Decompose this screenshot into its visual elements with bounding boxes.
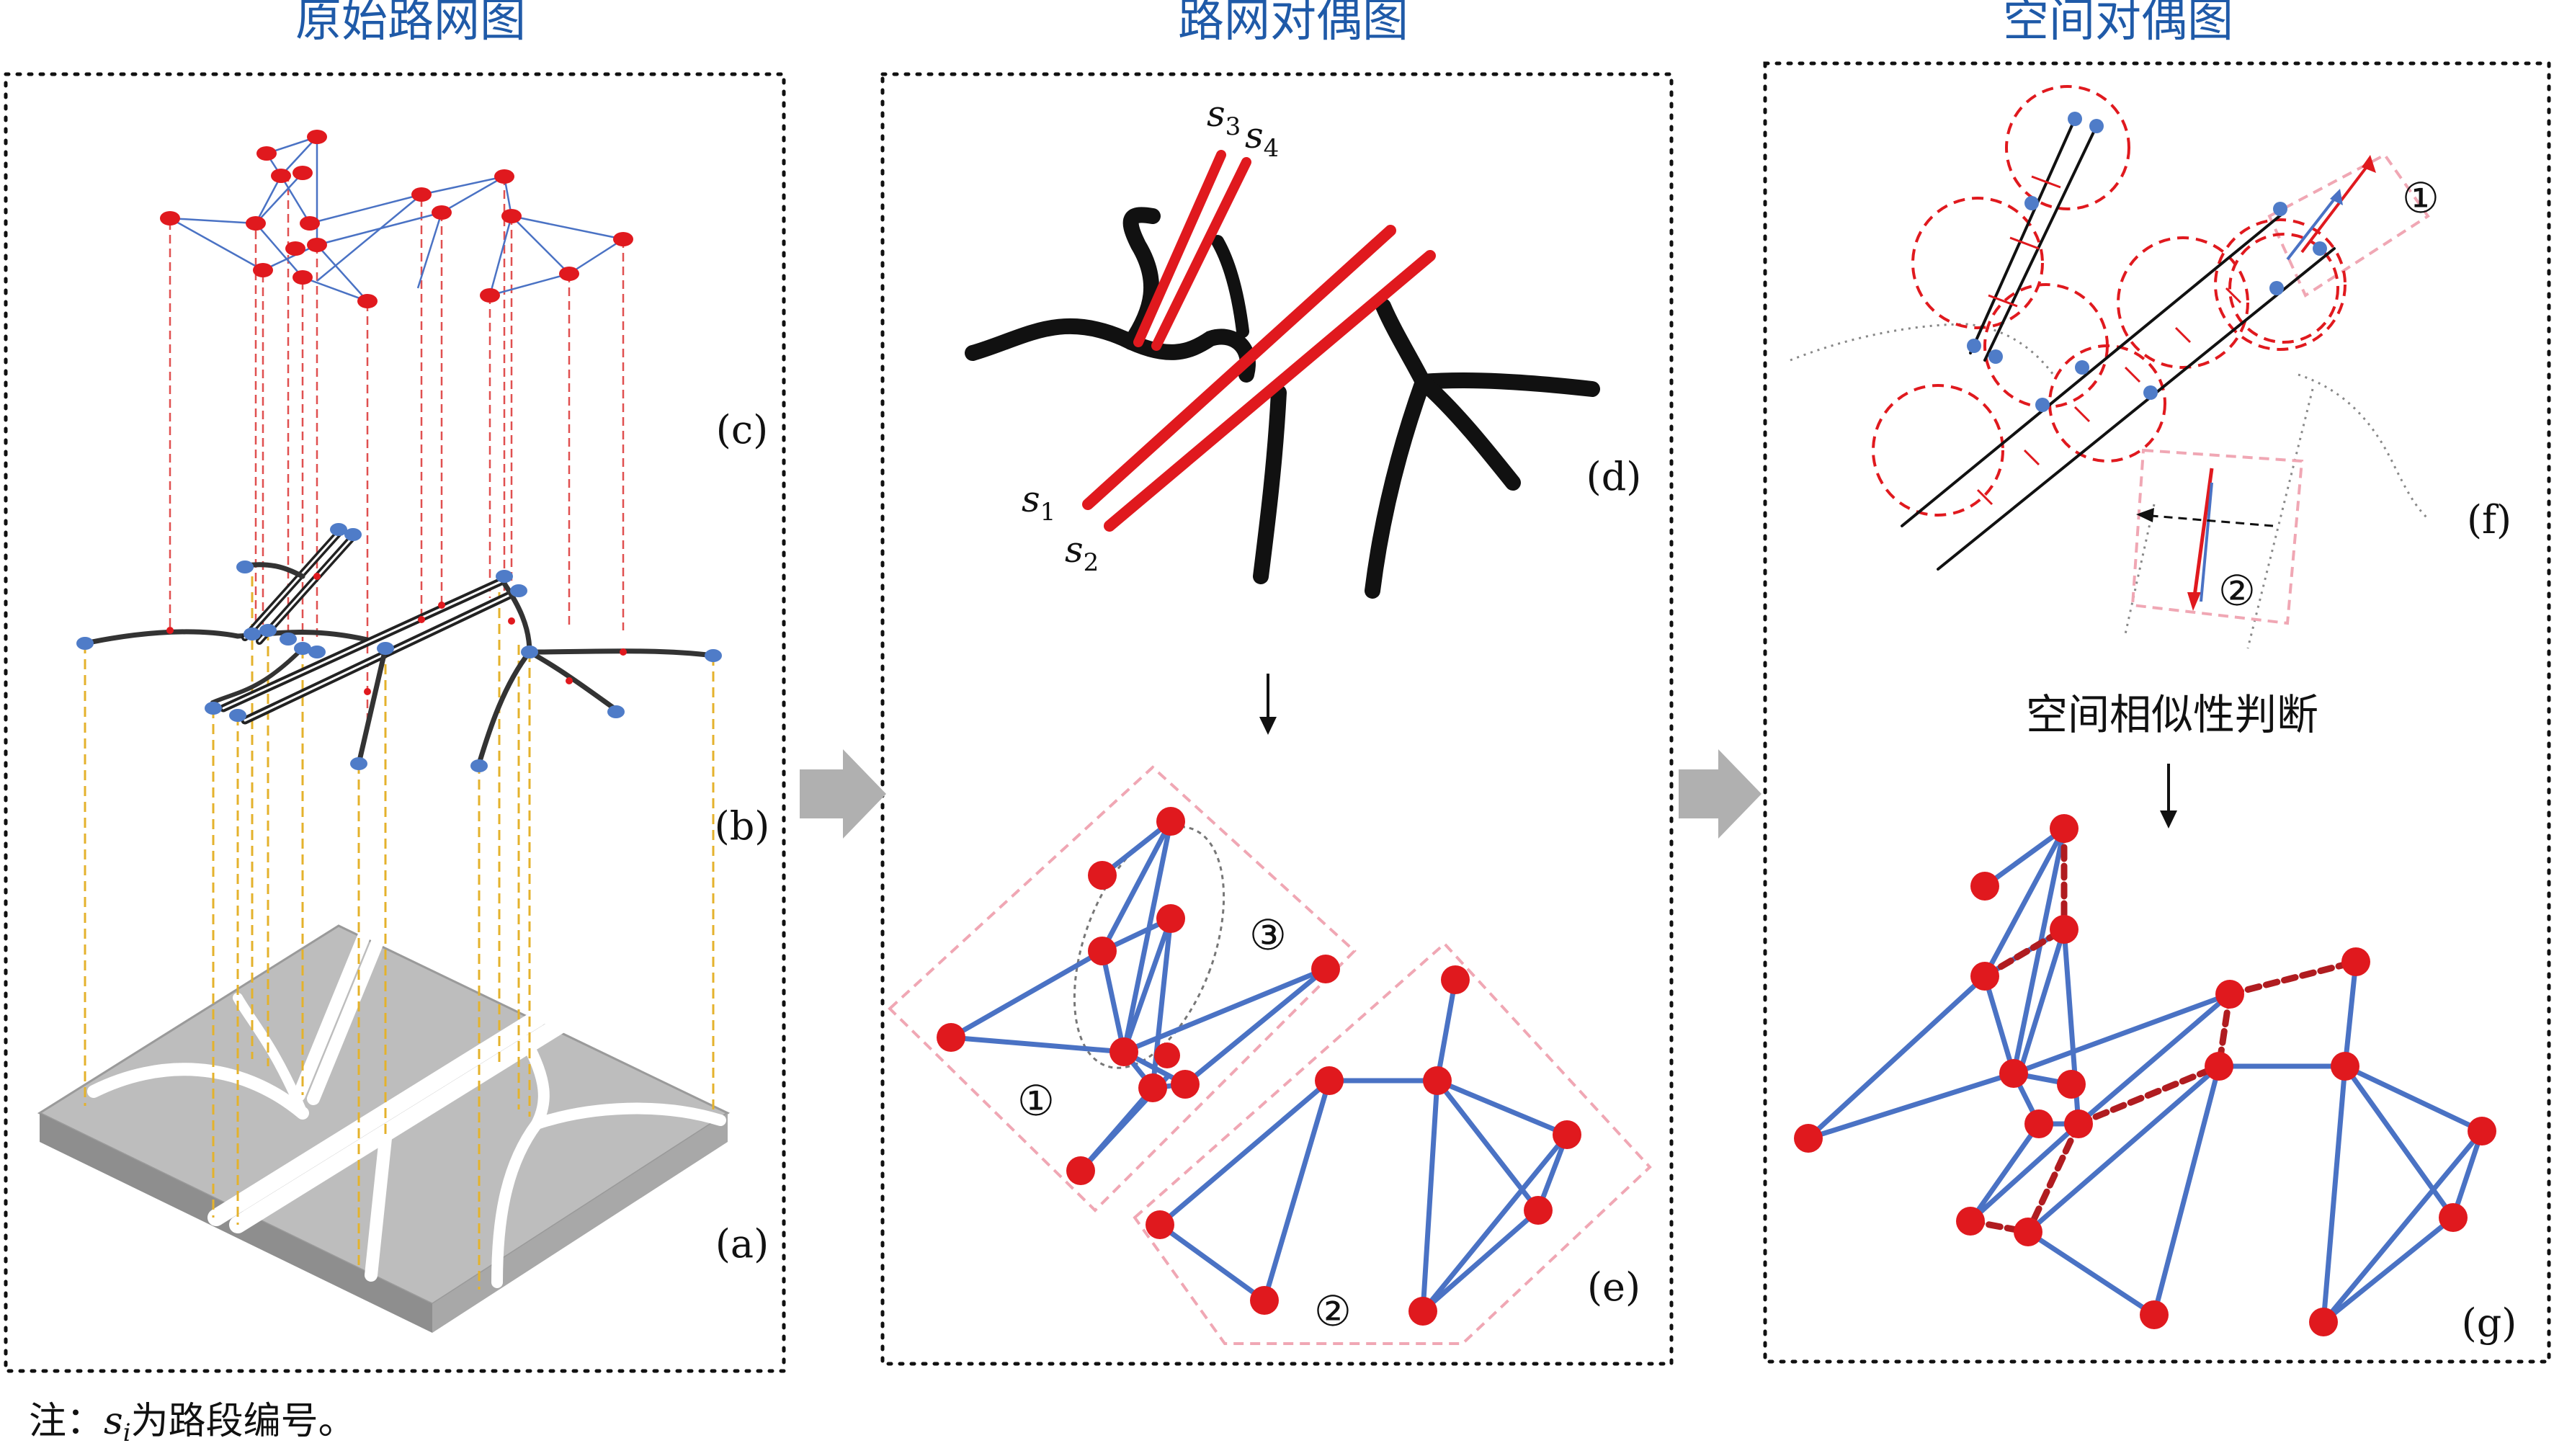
dual-graph-g [1794,814,2496,1336]
projection-lines-yellow [84,576,715,1290]
road-network-b [76,523,722,772]
panel-left: (c) (b) (a) [37,130,770,1333]
caption-spatial-similarity: 空间相似性判断 [2026,690,2318,739]
panel-right-border [1763,61,2551,1364]
group-box-2 [1133,942,1652,1345]
segment-label-s4: s4 [1245,115,1279,163]
panel-right: ① ② (f) 空间相似性判断 [1790,85,2517,1346]
arrow-middle-to-right-icon [1679,749,1762,839]
panel-label-a: (a) [715,1221,769,1267]
arrow-left-to-middle-icon [800,749,886,839]
panel-label-b: (b) [715,803,770,849]
title-original-network: 原始路网图 [295,0,526,48]
group-marker-1: ① [1017,1076,1055,1125]
group-box-1 [888,765,1357,1212]
panel-label-g: (g) [2462,1300,2517,1346]
group-marker-3: ③ [1249,911,1287,960]
panel-middle: s1 s2 s3 s4 (d) [888,93,1652,1345]
segment-label-s2: s2 [1065,529,1099,577]
panel-label-f: (f) [2467,497,2511,542]
panel-label-d: (d) [1586,454,1642,499]
dual-graph-e [888,765,1652,1345]
dual-graph-c [160,130,633,308]
title-road-dual-graph: 路网对偶图 [1178,0,1408,48]
group-ellipse-3 [1073,826,1225,1069]
road-sketch-d [965,150,1600,599]
spatial-match-f [1790,85,2430,649]
panel-label-e: (e) [1587,1264,1640,1310]
panel-middle-border [880,72,1674,1366]
ground-slab-a [37,924,731,1333]
case-marker-2: ② [2218,566,2256,615]
group-marker-2: ② [1314,1287,1352,1336]
case-marker-1: ① [2402,174,2439,223]
segment-label-s1: s1 [1022,478,1055,527]
segment-label-s3: s3 [1207,93,1241,141]
panel-label-c: (c) [716,407,768,452]
footnote: 注：si为路段编号。 [29,1400,356,1447]
title-spatial-dual-graph: 空间对偶图 [2003,0,2233,48]
